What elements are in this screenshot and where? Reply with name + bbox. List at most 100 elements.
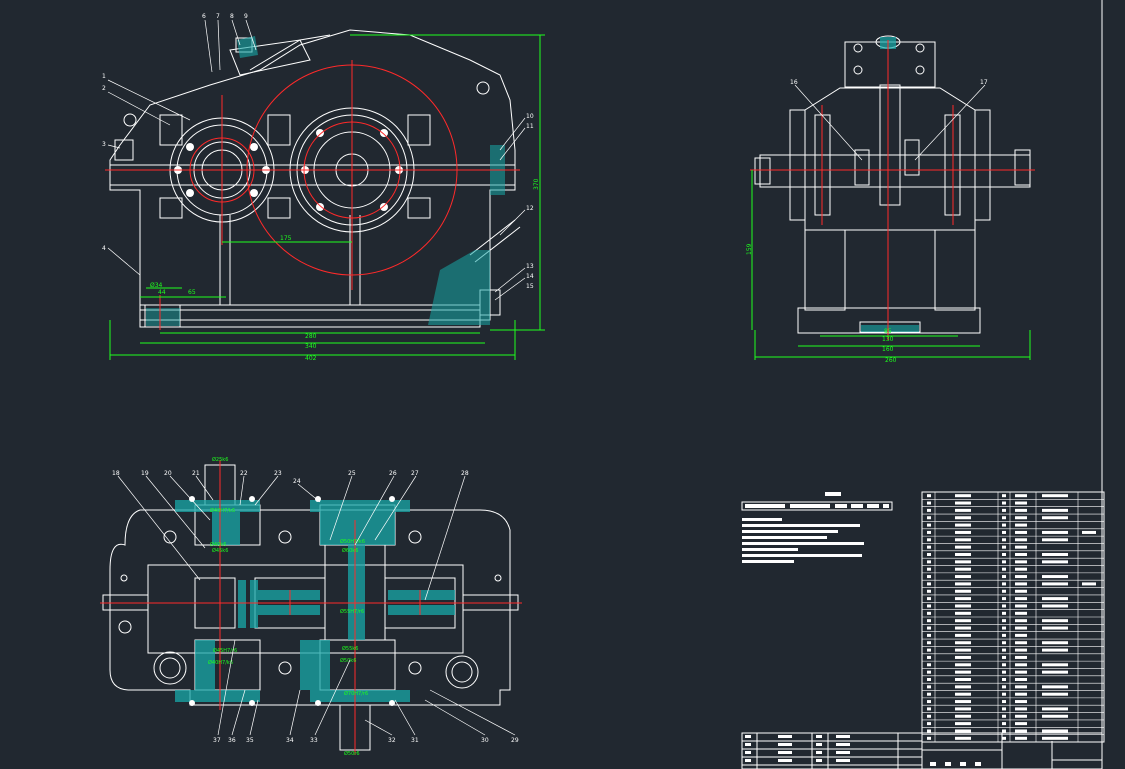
parts-row-cell: [955, 707, 971, 711]
top-bolt-boss-right-inner: [451, 661, 473, 683]
parts-row-cell: [955, 714, 971, 718]
parts-row-cell: [1002, 501, 1006, 505]
parts-row-cell: [1042, 575, 1068, 579]
parts-row-cell: [1015, 626, 1027, 630]
top-view-leaders: [117, 475, 516, 736]
parts-row-cell: [955, 530, 971, 534]
parts-row-cell: [1082, 582, 1096, 586]
parts-row-cell: [927, 597, 931, 601]
fit-gear-a: Ø45k6: [212, 547, 228, 554]
parts-row-cell: [927, 611, 931, 615]
flange-bolt-3: [407, 114, 431, 146]
parts-row-cell: [1015, 707, 1027, 711]
parts-row-cell: [1042, 553, 1068, 556]
parts-row-cell: [1002, 633, 1006, 637]
parts-row-cell: [1002, 567, 1006, 571]
notes-line: [742, 548, 798, 551]
parts-row-cell: [927, 530, 931, 534]
parts-row-cell: [1015, 530, 1027, 534]
parts-row-cell: [955, 692, 971, 696]
parts-row-cell: [927, 567, 931, 571]
parts-row-cell: [927, 560, 931, 564]
parts-row-cell: [1042, 670, 1068, 674]
dim-foot-c: 65: [188, 289, 196, 296]
parts-row-cell: [955, 494, 971, 498]
fit-mid-bearing-a: Ø50H7/k6: [340, 538, 365, 545]
parts-row-cell: [1002, 530, 1006, 534]
parts-row-cell: [1015, 560, 1027, 564]
side-pin-left: [854, 149, 870, 186]
part-label-30: 30: [481, 737, 489, 744]
side-view[interactable]: [754, 35, 1031, 334]
parts-row-cell: [1002, 589, 1006, 593]
parts-row-cell: [1042, 648, 1068, 652]
parts-row-cell: [1002, 648, 1006, 652]
parts-row-cell: [1042, 530, 1068, 534]
parts-row-cell: [955, 560, 971, 564]
parts-row-cell: [1015, 597, 1027, 601]
part-label-2: 2: [102, 85, 106, 92]
parts-row-cell: [927, 685, 931, 689]
parts-row-cell: [927, 722, 931, 726]
parts-row-cell: [1042, 494, 1068, 498]
notes-header-cells: [745, 504, 889, 508]
parts-row-cell: [1015, 508, 1027, 512]
parts-row-cell: [927, 641, 931, 645]
parts-row-cell: [1002, 729, 1006, 733]
title-block-cells: [745, 735, 981, 766]
fit-input-shaft: Ø25k6: [212, 456, 228, 463]
notes-line: [742, 530, 838, 533]
parts-row-cell: [1042, 582, 1068, 586]
parts-row-cell: [955, 655, 971, 659]
parts-row-cell: [927, 692, 931, 696]
side-shaft-end-right: [1014, 149, 1031, 186]
parts-row-cell: [927, 545, 931, 549]
part-label-25: 25: [348, 470, 356, 477]
parts-row-cell: [1042, 685, 1068, 689]
parts-list-rows: [921, 491, 1105, 742]
top-view-centerlines: [100, 460, 522, 755]
dim-side-slot: 85: [884, 328, 892, 335]
parts-row-cell: [1042, 736, 1068, 740]
parts-row-cell: [955, 508, 971, 512]
parts-row-cell: [1042, 714, 1068, 718]
parts-row-cell: [1042, 560, 1068, 564]
parts-row-cell: [1015, 516, 1027, 520]
parts-row-cell: [955, 523, 971, 527]
notes-title-bar: [825, 492, 841, 496]
lifting-hole-right: [476, 81, 490, 95]
dim-side-overall-width: 260: [885, 357, 897, 364]
top-bolt-5: [278, 661, 292, 675]
parts-row-cell: [1015, 670, 1027, 674]
side-cover-bolt-1: [853, 65, 863, 75]
parts-row-cell: [955, 501, 971, 505]
fit-mid-shaft-a: Ø55k6: [342, 645, 358, 652]
parts-list-table[interactable]: [921, 491, 1105, 743]
parts-row-cell: [955, 575, 971, 579]
technical-notes: [741, 492, 893, 563]
parts-row-cell: [927, 626, 931, 630]
notes-line: [742, 518, 782, 521]
parts-row-cell: [1002, 619, 1006, 623]
parts-row-cell: [1002, 678, 1006, 681]
parts-row-cell: [1042, 597, 1068, 601]
side-base: [797, 307, 981, 334]
parts-row-cell: [955, 663, 971, 667]
parts-row-cell: [927, 553, 931, 556]
side-cover-bolt-2: [915, 65, 925, 75]
parts-row-cell: [955, 545, 971, 549]
parts-row-cell: [1002, 722, 1006, 726]
parts-row-cell: [1002, 692, 1006, 696]
top-bolt-3: [408, 530, 422, 544]
title-block[interactable]: [741, 732, 1103, 769]
part-label-13: 13: [526, 263, 534, 270]
parts-row-cell: [1015, 700, 1027, 704]
parts-row-cell: [1002, 508, 1006, 512]
part-label-19: 19: [141, 470, 149, 477]
parts-row-cell: [1002, 663, 1006, 667]
parts-row-cell: [927, 714, 931, 718]
part-label-3: 3: [102, 141, 106, 148]
parts-row-cell: [1002, 714, 1006, 718]
